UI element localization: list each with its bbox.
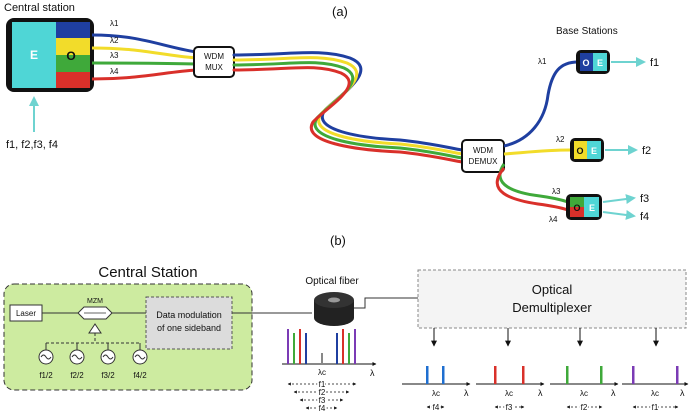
line-lambda2-in (91, 46, 197, 60)
demux-line2: DEMUX (469, 157, 499, 166)
bs2-o: O (576, 146, 583, 156)
demux-line1: WDM (473, 146, 493, 155)
output-spectrum-4 (622, 366, 689, 386)
out1-freq: f4 (433, 403, 440, 412)
mux-line1: WDM (204, 52, 224, 61)
line-lambda1-out (503, 60, 579, 148)
bs2-e: E (591, 146, 597, 156)
osc-label-1: f1/2 (39, 371, 53, 380)
spec-brackets (287, 382, 357, 410)
optical-demux-line1: Optical (532, 282, 573, 297)
out2-freq: f3 (506, 403, 513, 412)
line-lambda4-out (495, 167, 569, 212)
out2-lambda-c: λc (505, 389, 513, 398)
data-mod-line2: of one sideband (157, 323, 221, 333)
freqs-in-label: f1, f2,f3, f4 (6, 139, 58, 151)
base-station-3: O E (566, 194, 602, 220)
data-mod-line1: Data modulation (156, 310, 222, 320)
laser-label: Laser (16, 309, 36, 318)
spec-line-blue-1 (305, 333, 307, 364)
spec-f2: f2 (319, 388, 326, 397)
out4-freq: f1 (652, 403, 659, 412)
osc-bus (46, 333, 140, 344)
optical-demux-box (417, 269, 687, 329)
spec-line-green-1 (293, 333, 295, 364)
bs1-e: E (597, 58, 603, 68)
out1-lambda-c: λc (432, 389, 440, 398)
central-e-label: E (30, 48, 38, 62)
out3-freq: f2 (581, 403, 588, 412)
out3-lambda: λ (611, 388, 616, 398)
spec-lambda: λ (370, 368, 375, 378)
lambda2-in-label: λ2 (110, 36, 119, 45)
spec-line-green-2 (348, 333, 350, 364)
osc-label-2: f2/2 (70, 371, 84, 380)
bs1-o: O (582, 58, 589, 68)
spec-line-blue-2 (336, 333, 338, 364)
lambda2-out-label: λ2 (556, 135, 565, 144)
out4-lambda-c: λc (651, 389, 659, 398)
line-lambda1-in (91, 33, 197, 54)
panel-b-label: (b) (330, 233, 346, 248)
fiber-spool (314, 292, 354, 326)
out-arrow-f3 (602, 194, 636, 204)
central-eo-box: E O (6, 18, 94, 92)
lambda3-out-label: λ3 (552, 187, 561, 196)
lambda1-in-label: λ1 (110, 19, 119, 28)
f2-out-label: f2 (642, 145, 651, 157)
data-mod-box (145, 296, 233, 350)
central-o-label: O (66, 49, 75, 63)
central-station-title: Central station (4, 2, 75, 14)
base-stations-title: Base Stations (556, 26, 618, 37)
bs3-e: E (589, 203, 595, 213)
out4-lambda: λ (680, 388, 685, 398)
spec-line-purple-1 (287, 329, 289, 364)
optical-fiber-label: Optical fiber (305, 276, 359, 287)
wdm-mux-box (193, 46, 235, 78)
out2-lambda: λ (538, 388, 543, 398)
f1-out-label: f1 (650, 57, 659, 69)
bs3-o: O (573, 203, 580, 213)
demux-output-arrows (431, 328, 659, 347)
central-station-b-title: Central Station (98, 264, 197, 281)
spec-line-red-2 (342, 329, 344, 364)
line-lambda4-in (91, 68, 197, 81)
spec-lambda-c: λc (318, 368, 326, 377)
f3-out-label: f3 (640, 193, 649, 205)
panel-a-label: (a) (332, 4, 348, 19)
output-spectrum-2 (476, 366, 545, 386)
osc-label-4: f4/2 (133, 371, 147, 380)
output-spectrum-1 (402, 366, 471, 386)
lambda3-in-label: λ3 (110, 51, 119, 60)
lambda1-out-label: λ1 (538, 57, 547, 66)
line-lambda2-out (503, 148, 571, 156)
mux-line2: MUX (205, 63, 223, 72)
fiber-bundle (232, 51, 464, 164)
osc-label-3: f3/2 (101, 371, 115, 380)
spec-f1: f1 (319, 380, 326, 389)
fiber-spectrum (282, 329, 377, 366)
base-station-1: O E (576, 50, 610, 74)
f4-out-label: f4 (640, 211, 649, 223)
out3-lambda-c: λc (580, 389, 588, 398)
lambda4-in-label: λ4 (110, 67, 119, 76)
spec-line-purple-2 (354, 329, 356, 364)
spec-f4: f4 (319, 404, 326, 413)
spec-carrier (321, 353, 323, 364)
line-lambda3-in (91, 61, 197, 66)
fiber-to-demux (354, 297, 418, 309)
spec-line-red-1 (299, 329, 301, 364)
out-arrow-f4 (602, 210, 636, 220)
output-spectrum-3 (550, 366, 619, 386)
spec-f3: f3 (319, 396, 326, 405)
line-lambda3-out (498, 163, 569, 204)
out1-lambda: λ (464, 388, 469, 398)
base-station-2: O E (570, 138, 604, 162)
optical-demux-line2: Demultiplexer (512, 300, 592, 315)
wdm-demux-box (461, 139, 505, 173)
lambda4-out-label: λ4 (549, 215, 558, 224)
mzm-label: MZM (87, 298, 103, 305)
oscillators (38, 343, 148, 365)
